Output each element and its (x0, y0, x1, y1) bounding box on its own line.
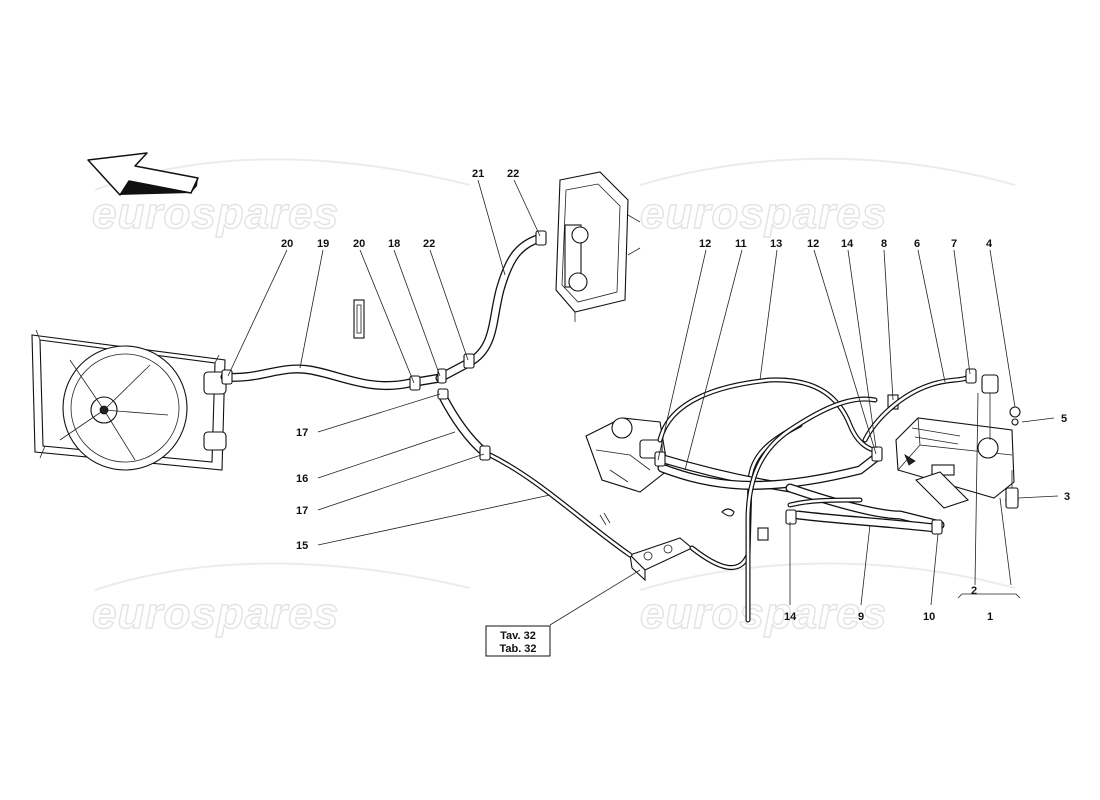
callout-5: 5 (1061, 413, 1067, 425)
callout-1: 1 (987, 611, 993, 623)
callout-3: 3 (1064, 491, 1070, 503)
callout-14: 14 (784, 611, 797, 623)
callout-17: 17 (296, 505, 308, 517)
hoses-left (220, 233, 803, 571)
mounting-bracket (628, 537, 694, 582)
callout-12: 12 (699, 238, 711, 250)
table-ref-line1: Tav. 32 (500, 630, 536, 642)
callout-2: 2 (971, 585, 977, 597)
radiator-fan-assembly (31, 329, 227, 471)
callout-22: 22 (423, 238, 435, 250)
callout-21: 21 (472, 168, 484, 180)
callout-19: 19 (317, 238, 329, 250)
callout-6: 6 (914, 238, 920, 250)
watermark-bottom-left: eurospares (92, 589, 339, 638)
hose-clamps (221, 230, 977, 535)
callout-16: 16 (296, 473, 308, 485)
water-pump-housing (585, 417, 669, 493)
expansion-tank (895, 374, 1021, 509)
callout-4: 4 (986, 238, 993, 250)
callout-10: 10 (923, 611, 935, 623)
callout-13: 13 (770, 238, 782, 250)
callout-12: 12 (807, 238, 819, 250)
callout-14: 14 (841, 238, 854, 250)
callout-17: 17 (296, 427, 308, 439)
callout-20: 20 (281, 238, 293, 250)
watermark-top-left: eurospares (92, 189, 339, 238)
watermark-bottom-right: eurospares (640, 589, 887, 638)
callout-15: 15 (296, 540, 308, 552)
callout-8: 8 (881, 238, 887, 250)
callout-22: 22 (507, 168, 519, 180)
leader-lines (227, 179, 1059, 626)
callout-7: 7 (951, 238, 957, 250)
callout-20: 20 (353, 238, 365, 250)
callout-18: 18 (388, 238, 400, 250)
table-ref-line2: Tab. 32 (499, 643, 536, 655)
hose-bracket (353, 299, 365, 339)
callout-9: 9 (858, 611, 864, 623)
watermarks: eurospares eurospares eurospares eurospa… (91, 157, 1016, 639)
table-reference-box[interactable]: Tav. 32 Tab. 32 (485, 625, 551, 657)
thermostat-housing (555, 171, 641, 322)
watermark-top-right: eurospares (640, 189, 887, 238)
callout-labels: 20 19 20 18 22 21 22 17 16 17 15 12 11 1… (281, 168, 1070, 623)
callout-11: 11 (735, 238, 747, 250)
direction-arrow-icon (87, 152, 199, 196)
hoses-right (655, 373, 975, 623)
